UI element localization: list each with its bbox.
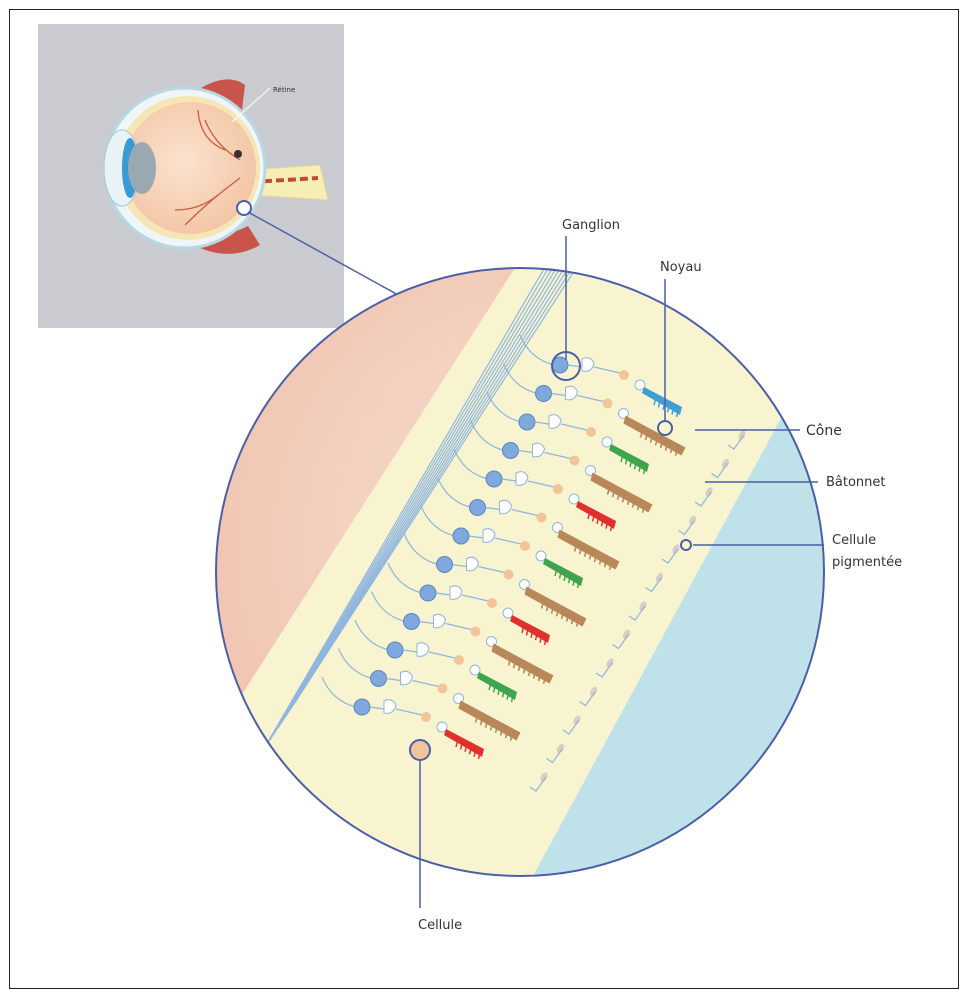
label-cone: Cône bbox=[806, 423, 842, 439]
bipolar-cell bbox=[487, 598, 497, 608]
lens bbox=[128, 142, 156, 194]
bipolar-cell bbox=[504, 570, 514, 580]
label-noyau: Noyau bbox=[660, 260, 702, 275]
fovea-dot bbox=[234, 150, 242, 158]
ganglion-cell bbox=[404, 614, 420, 630]
label-pigment-1: Cellule bbox=[832, 533, 876, 548]
bipolar-cell bbox=[520, 541, 530, 551]
bipolar-cell bbox=[537, 513, 547, 523]
bipolar-cell bbox=[471, 627, 481, 637]
eye-inset: Rétine bbox=[38, 24, 344, 328]
ganglion-cell bbox=[536, 386, 552, 402]
bipolar-cell bbox=[619, 370, 629, 380]
ganglion-cell bbox=[470, 500, 486, 516]
bipolar-cell bbox=[603, 399, 613, 409]
ganglion-cell bbox=[519, 414, 535, 430]
cellule-marker bbox=[410, 740, 430, 760]
bipolar-cell bbox=[438, 684, 448, 694]
ganglion-cell bbox=[503, 443, 519, 459]
bipolar-cell bbox=[570, 456, 580, 466]
bipolar-cell bbox=[421, 712, 431, 722]
retine-label: Rétine bbox=[273, 86, 295, 94]
ganglion-cell bbox=[486, 471, 502, 487]
ganglion-cell bbox=[437, 557, 453, 573]
ganglion-cell bbox=[420, 585, 436, 601]
ganglion-cell bbox=[371, 671, 387, 687]
magnified-retina bbox=[200, 260, 840, 900]
label-cellule: Cellule bbox=[418, 918, 462, 933]
ganglion-cell bbox=[387, 642, 403, 658]
label-ganglion: Ganglion bbox=[562, 218, 620, 233]
bipolar-cell bbox=[454, 655, 464, 665]
ganglion-cell bbox=[453, 528, 469, 544]
label-pigment-2: pigmentée bbox=[832, 555, 902, 570]
bipolar-cell bbox=[553, 484, 563, 494]
bipolar-cell bbox=[586, 427, 596, 437]
ganglion-cell bbox=[354, 699, 370, 715]
label-batonnet: Bâtonnet bbox=[826, 475, 886, 490]
